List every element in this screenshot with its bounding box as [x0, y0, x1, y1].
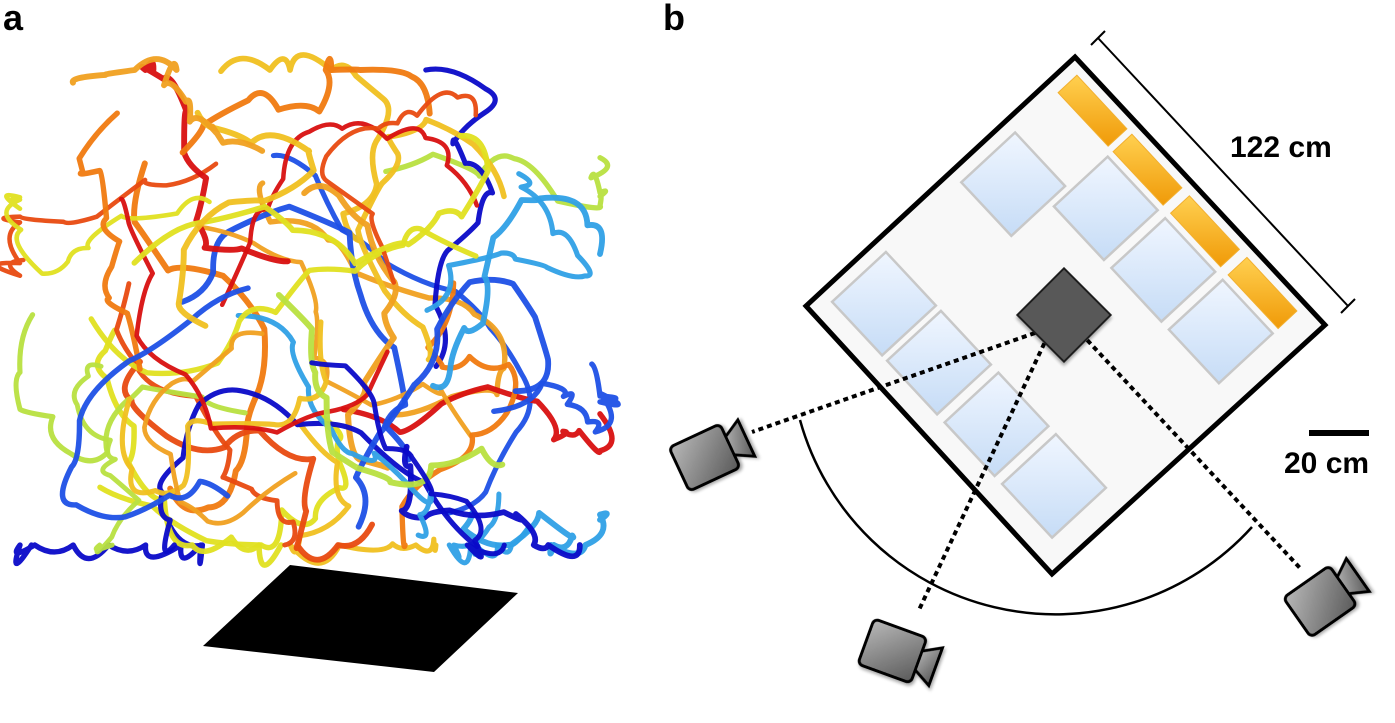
- light-panel: [942, 370, 1051, 478]
- heater-bar: [1112, 133, 1183, 206]
- trajectory-path: [71, 362, 142, 555]
- trajectory-path: [319, 90, 479, 285]
- trajectory-path: [0, 161, 219, 278]
- light-panel: [1052, 154, 1160, 262]
- trajectory-path: [430, 194, 606, 391]
- trajectory-path: [179, 55, 433, 156]
- light-panels: [830, 130, 1275, 540]
- light-panel: [1000, 432, 1108, 540]
- trajectory-path: [69, 56, 266, 154]
- trajectory-path: [121, 358, 375, 563]
- trajectory-path: [13, 312, 248, 464]
- trajectory-path: [139, 59, 291, 265]
- trajectory-path: [175, 109, 317, 329]
- trajectory-path: [460, 509, 610, 557]
- scale-bar-label: 20 cm: [1284, 447, 1369, 480]
- trajectory-path: [491, 361, 621, 435]
- light-panel: [830, 250, 938, 358]
- trajectory-path: [218, 52, 392, 244]
- floor-pad: [203, 565, 518, 672]
- trajectory-path: [118, 196, 390, 435]
- trajectory-path: [287, 422, 439, 566]
- video-camera-icon: [669, 417, 758, 491]
- trajectory-tangle: [0, 52, 621, 568]
- panel-label-b: b: [663, 0, 685, 38]
- light-panel: [885, 309, 993, 417]
- trajectory-path: [275, 292, 506, 488]
- trajectory-path: [301, 183, 399, 471]
- heater-bar: [1057, 74, 1128, 147]
- trajectory-path: [219, 121, 480, 308]
- trajectory-path: [423, 66, 498, 369]
- trajectory-panel: [0, 52, 621, 672]
- trajectory-path: [131, 132, 491, 267]
- trajectory-path: [309, 360, 507, 560]
- trajectory-path: [13, 523, 206, 567]
- video-camera-icon: [857, 618, 945, 689]
- light-panel: [1109, 216, 1217, 324]
- cameras: [669, 417, 1372, 689]
- trajectory-path: [4, 192, 212, 276]
- center-object: [1015, 266, 1113, 364]
- trajectory-path: [383, 151, 611, 211]
- tank-side-dimension: [1090, 30, 1356, 314]
- camera-spread-arc: [798, 419, 1253, 616]
- panel-label-a: a: [3, 0, 24, 38]
- video-camera-icon: [1283, 555, 1372, 637]
- trajectory-path: [76, 110, 143, 372]
- trajectory-path: [340, 384, 615, 456]
- trajectory-path: [142, 330, 298, 526]
- light-panel: [959, 130, 1067, 238]
- trajectory-path: [355, 116, 507, 363]
- trajectory-path: [424, 171, 593, 313]
- trajectory-path: [157, 387, 480, 554]
- heater-bar: [1169, 195, 1241, 268]
- trajectory-path: [88, 225, 479, 377]
- heater-bars: [1057, 74, 1298, 330]
- heater-bar: [1227, 256, 1298, 330]
- trajectory-path: [114, 281, 298, 548]
- camera-sight-lines: [751, 325, 1302, 613]
- light-panel: [1167, 278, 1275, 385]
- trajectory-path: [59, 285, 251, 521]
- trajectory-path: [235, 313, 434, 539]
- trajectory-path: [119, 319, 329, 496]
- tank-schematic: 122 cm 20 cm: [669, 30, 1372, 689]
- tank-side-label: 122 cm: [1230, 131, 1332, 164]
